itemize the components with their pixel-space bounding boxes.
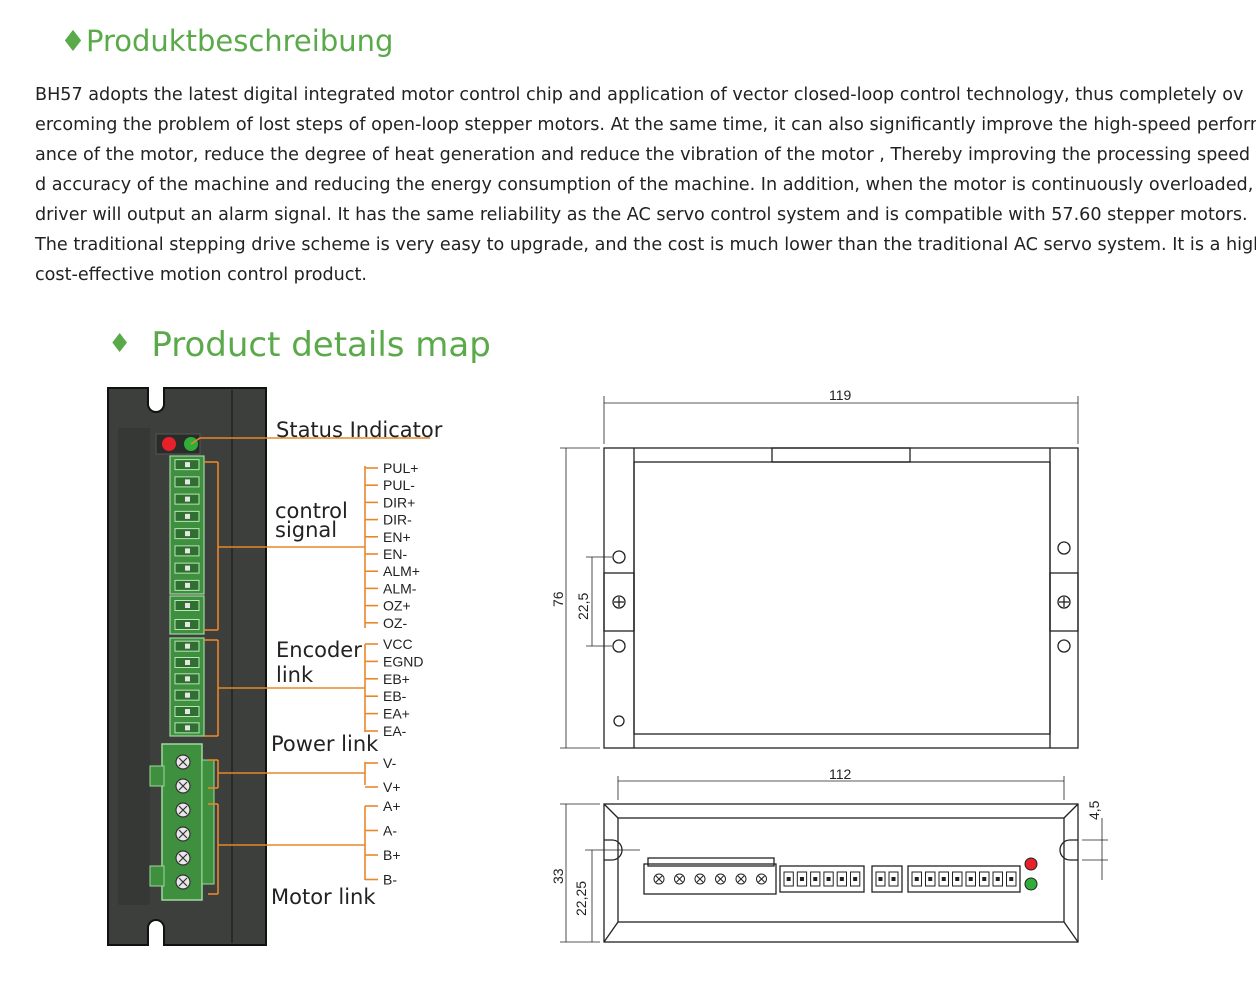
- pin-label: EB-: [383, 688, 407, 704]
- dimension-top-height: 76: [550, 591, 566, 607]
- pin-socket-icon: [185, 565, 190, 571]
- pin-socket-icon: [185, 692, 190, 698]
- dimension-bottom-offset: 22,25: [573, 881, 589, 916]
- pin-label: EN-: [383, 546, 407, 562]
- pin-socket-icon: [185, 660, 190, 665]
- pin-label: DIR-: [383, 512, 412, 528]
- driver-front-view: [107, 387, 267, 946]
- pin-label: V+: [383, 779, 401, 795]
- red-led-icon: [1024, 857, 1038, 871]
- status-indicator-label: Status Indicator: [276, 418, 443, 442]
- product-description: BH57 adopts the latest digital integrate…: [35, 80, 1256, 290]
- pin-label: A-: [383, 823, 397, 839]
- pin-socket-icon: [185, 622, 190, 627]
- signal-connector: [169, 455, 205, 737]
- callouts: [190, 437, 430, 895]
- pin-label: OZ-: [383, 615, 407, 631]
- description-line: driver will output an alarm signal. It h…: [35, 205, 1248, 225]
- control-signal-label: control: [275, 499, 348, 523]
- dimension-top-width: 119: [829, 387, 852, 403]
- pin-socket-icon: [185, 709, 190, 714]
- description-line: d accuracy of the machine and reducing t…: [35, 175, 1256, 195]
- pin-label: DIR+: [383, 494, 415, 510]
- pin-label: EGND: [383, 653, 423, 669]
- pin-label: PUL-: [383, 477, 415, 493]
- pin-label: OZ+: [383, 598, 411, 614]
- encoder-link-label: Encoder: [276, 638, 362, 662]
- description-line: ercoming the problem of lost steps of op…: [35, 115, 1256, 135]
- pin-socket-icon: [185, 462, 190, 468]
- top-view-drawing: [560, 396, 1079, 749]
- pin-label: VCC: [383, 636, 413, 652]
- description-line: cost-effective motion control product.: [35, 265, 367, 285]
- pin-label: ALM+: [383, 563, 420, 579]
- pin-label: B-: [383, 872, 397, 888]
- pin-label: EA+: [383, 706, 410, 722]
- pin-label: ALM-: [383, 580, 417, 596]
- pin-socket-icon: [185, 725, 190, 731]
- dimension-bottom-height: 33: [550, 868, 566, 884]
- bottom-view-connectors: [653, 871, 1017, 887]
- green-led-icon: [1024, 877, 1038, 891]
- dimension-bottom-width: 112: [829, 766, 852, 782]
- section-heading-product-description: ♦Produktbeschreibung: [60, 24, 394, 58]
- pin-label: PUL+: [383, 460, 418, 476]
- pin-label: A+: [383, 798, 401, 814]
- pin-socket-icon: [185, 582, 190, 588]
- pin-socket-icon: [185, 643, 190, 649]
- details-map-title: Product details map: [151, 325, 491, 365]
- pin-labels: PUL+PUL-DIR+DIR-EN+EN-ALM+ALM-OZ+OZ-VCCE…: [383, 460, 423, 888]
- control-signal-label-line2: signal: [275, 518, 337, 542]
- pin-label: EN+: [383, 529, 411, 545]
- pin-socket-icon: [185, 513, 190, 519]
- pin-label: EA-: [383, 723, 407, 739]
- section-heading-details-map: ♦ Product details map: [108, 325, 491, 365]
- pin-label: V-: [383, 755, 397, 771]
- pin-label: B+: [383, 847, 401, 863]
- bottom-view-drawing: [560, 776, 1108, 943]
- dimension-slot: 4,5: [1086, 800, 1102, 820]
- pin-socket-icon: [185, 548, 190, 554]
- red-led-icon: [162, 437, 176, 451]
- pin-socket-icon: [185, 479, 190, 485]
- pin-socket-icon: [185, 496, 190, 502]
- pin-socket-icon: [185, 531, 190, 537]
- encoder-link-label-line2: link: [276, 663, 314, 687]
- description-line: The traditional stepping drive scheme is…: [35, 235, 1256, 255]
- pin-label: EB+: [383, 671, 410, 687]
- pin-socket-icon: [185, 603, 190, 608]
- diamond-bullet-icon: ♦: [108, 329, 132, 359]
- power-link-label: Power link: [271, 732, 379, 756]
- dimension-hole-pitch: 22,5: [575, 593, 591, 620]
- pin-socket-icon: [185, 676, 190, 682]
- motor-link-label: Motor link: [271, 885, 376, 909]
- description-line: BH57 adopts the latest digital integrate…: [35, 85, 1244, 105]
- terminal-screws: [175, 754, 191, 890]
- description-line: ance of the motor, reduce the degree of …: [35, 145, 1256, 165]
